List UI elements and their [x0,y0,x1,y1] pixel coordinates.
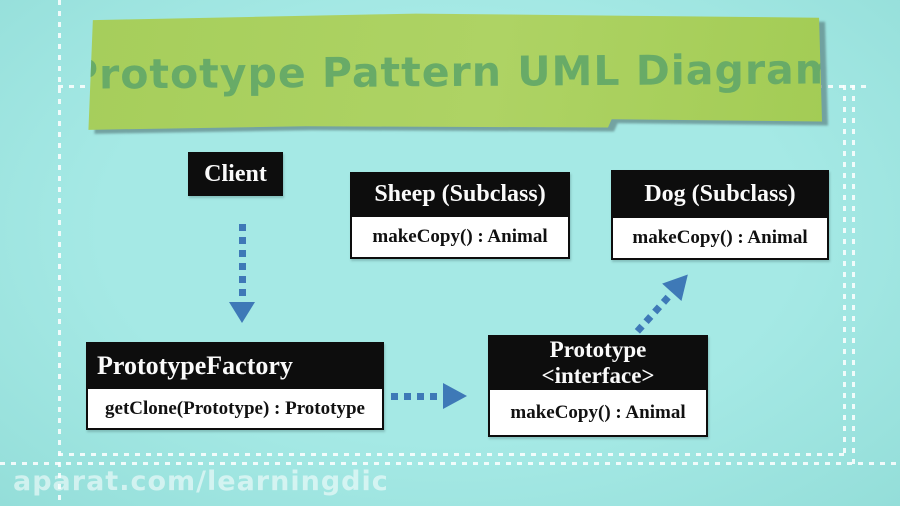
dashed-border-right-inner [843,85,846,457]
dotted-arrow-prototype-to-dog [627,265,698,340]
class-stereotype-prototype: <interface> [541,362,655,388]
class-box-client: Client [188,152,283,196]
arrow-dot [238,289,246,296]
arrow-dot [660,294,671,305]
class-method-sheep: makeCopy() : Animal [350,217,570,259]
arrow-dot [238,276,246,283]
class-method-prototype: makeCopy() : Animal [488,390,708,437]
dotted-arrow-client-to-factory [229,224,255,323]
title-banner-paper: Prototype Pattern UML Diagram [88,13,822,130]
dashed-border-bottom-outer [0,462,900,465]
arrow-dot [238,263,246,270]
dashed-border-bottom-inner [58,453,846,456]
arrow-dot [238,224,246,231]
arrow-dot [651,304,662,315]
class-title-dog: Dog (Subclass) [611,170,829,218]
arrow-dot [634,323,645,334]
page-title: Prototype Pattern UML Diagram [67,45,839,99]
class-box-prototype: Prototype <interface> makeCopy() : Anima… [488,335,708,437]
class-name-prototype: Prototype [549,336,647,362]
class-title-prototypefactory: PrototypeFactory [86,342,384,389]
arrow-dot [238,237,246,244]
dotted-arrow-factory-to-prototype [391,383,467,409]
arrow-dot [404,392,411,400]
dashed-border-right-outer [852,85,855,465]
class-method-prototypefactory: getClone(Prototype) : Prototype [86,389,384,430]
dashed-border-left [58,0,61,506]
class-box-dog: Dog (Subclass) makeCopy() : Animal [611,170,829,260]
arrow-dot [238,250,246,257]
class-box-sheep: Sheep (Subclass) makeCopy() : Animal [350,172,570,259]
class-title-sheep: Sheep (Subclass) [350,172,570,217]
arrow-head-right-icon [443,383,467,409]
title-banner: Prototype Pattern UML Diagram [84,13,822,131]
arrow-dot [643,313,653,324]
watermark: aparat.com/learningdic [13,466,389,497]
class-box-prototypefactory: PrototypeFactory getClone(Prototype) : P… [86,342,384,430]
class-method-dog: makeCopy() : Animal [611,218,829,260]
class-title-prototype: Prototype <interface> [488,335,708,390]
arrow-head-down-icon [229,302,255,323]
class-title-client: Client [188,152,283,196]
arrow-dot [430,392,437,400]
arrow-dot [391,392,398,400]
arrow-dot [417,392,424,400]
